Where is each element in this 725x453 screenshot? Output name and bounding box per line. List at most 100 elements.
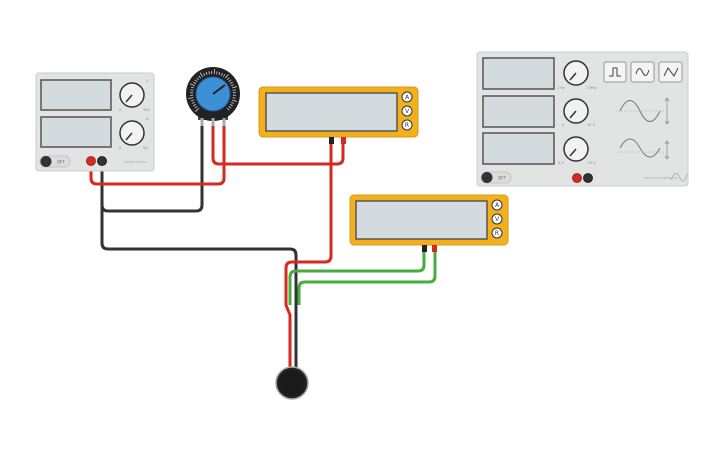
multimeter-top-probe-red[interactable] — [341, 137, 346, 144]
potentiometer-tick — [190, 99, 195, 102]
fg-positive-terminal[interactable] — [572, 173, 582, 183]
multimeter-top-mode-a[interactable]: A — [401, 91, 413, 103]
red-wire-pot-to-meter[interactable] — [211, 118, 345, 166]
fg-offset-max: +5 V — [587, 161, 596, 165]
potentiometer-tick — [229, 81, 233, 84]
red-wire-psu-to-pot[interactable] — [89, 118, 226, 186]
multimeter-top[interactable]: A V R — [258, 86, 419, 144]
multimeter-bottom-display — [355, 200, 488, 240]
potentiometer-tick — [229, 104, 233, 107]
potentiometer-tick — [226, 77, 230, 81]
multimeter-top-probe-black[interactable] — [329, 137, 334, 144]
multimeter-top-display — [265, 92, 398, 132]
potentiometer-tick — [220, 72, 223, 76]
potentiometer-tick — [232, 89, 236, 91]
fg-display-amplitude — [482, 95, 555, 128]
svg-text:V: V — [495, 216, 500, 223]
voltage-knob[interactable] — [119, 82, 145, 108]
multimeter-bottom-mode-a[interactable]: A — [491, 199, 503, 211]
potentiometer-pointer — [212, 84, 226, 95]
multimeter-bottom[interactable]: A V R — [349, 194, 509, 252]
current-knob[interactable] — [119, 120, 145, 146]
multimeter-bottom-mode-v[interactable]: V — [491, 213, 503, 225]
potentiometer-tick — [208, 71, 210, 75]
black-wire-psu-to-buzzer[interactable] — [100, 161, 298, 368]
square-wave-button[interactable] — [603, 61, 627, 83]
fg-power-toggle-label: OFF — [498, 176, 506, 181]
fg-power-toggle[interactable]: OFF — [480, 171, 512, 184]
fg-frequency-knob[interactable] — [563, 60, 589, 86]
positive-terminal[interactable] — [86, 156, 96, 166]
power-toggle[interactable]: OFF — [39, 155, 71, 168]
voltage-knob-min: 0 — [119, 108, 121, 112]
potentiometer-tick — [190, 83, 195, 87]
potentiometer-tick — [218, 71, 221, 76]
current-knob-max: 5A — [143, 146, 148, 150]
potentiometer-tick — [199, 72, 203, 78]
multimeter-bottom-probe-red[interactable] — [432, 245, 437, 252]
potentiometer-tick — [228, 79, 232, 82]
triangle-wave-button[interactable] — [658, 61, 683, 83]
power-toggle-label: OFF — [57, 160, 65, 165]
potentiometer-pin-right[interactable] — [222, 118, 226, 126]
svg-text:V: V — [405, 108, 410, 115]
fg-frequency-min: 1 Hz — [557, 86, 565, 90]
function-generator[interactable]: 1 Hz 1 MHz 0 10 V -5 V +5 V — [476, 51, 689, 187]
green-wire-meter2-a[interactable] — [288, 249, 426, 305]
multimeter-top-mode-r[interactable]: R — [401, 119, 413, 131]
wires — [89, 118, 437, 368]
potentiometer-tick — [228, 106, 232, 109]
potentiometer-tick — [231, 99, 237, 102]
fg-logo-icon — [670, 173, 688, 182]
potentiometer-tick — [205, 71, 208, 76]
fg-negative-terminal[interactable] — [583, 173, 593, 183]
potentiometer-tick — [196, 77, 200, 81]
triangle-wave-icon — [663, 67, 679, 77]
potentiometer-tick — [188, 97, 194, 99]
potentiometer-tick — [190, 86, 195, 89]
fg-frequency-max: 1 MHz — [586, 86, 597, 90]
power-supply[interactable]: 0 30V V 0 5A A OFF POWER SUPPLY — [35, 72, 155, 172]
multimeter-bottom-mode-r[interactable]: R — [491, 227, 503, 239]
fg-display-offset — [482, 132, 555, 165]
voltage-display — [40, 79, 112, 111]
potentiometer-tick — [231, 101, 235, 104]
potentiometer-pin-wiper[interactable] — [211, 118, 215, 126]
svg-text:A: A — [495, 202, 500, 209]
voltage-indicator-label: V — [146, 79, 149, 83]
potentiometer-tick — [231, 84, 235, 87]
potentiometer-pin-left[interactable] — [200, 118, 204, 126]
potentiometer-tick — [190, 89, 194, 91]
voltage-knob-max: 30V — [143, 108, 150, 112]
sine-wave-button[interactable] — [630, 61, 655, 83]
potentiometer-tick — [203, 72, 206, 76]
green-wire-meter2-b[interactable] — [297, 249, 437, 305]
piezo-buzzer[interactable] — [275, 340, 309, 400]
current-indicator-label: A — [146, 117, 149, 121]
buzzer-lead-red — [288, 340, 292, 370]
potentiometer-tick — [193, 81, 197, 84]
red-wire-meter-to-buzzer[interactable] — [284, 143, 333, 368]
power-supply-brand: POWER SUPPLY — [124, 160, 147, 164]
svg-text:R: R — [405, 122, 409, 129]
svg-text:R: R — [495, 230, 499, 237]
fg-amplitude-knob[interactable] — [563, 98, 589, 124]
potentiometer-tick — [216, 71, 218, 75]
potentiometer-tick — [232, 97, 236, 99]
potentiometer-tick — [198, 75, 201, 79]
potentiometer[interactable] — [186, 67, 240, 126]
potentiometer-tick — [194, 106, 198, 109]
potentiometer-tick — [193, 104, 197, 107]
negative-terminal[interactable] — [97, 156, 107, 166]
multimeter-top-mode-v[interactable]: V — [401, 105, 413, 117]
multimeter-bottom-probe-black[interactable] — [422, 245, 427, 252]
fg-amplitude-min: 0 — [562, 123, 564, 127]
fg-offset-min: -5 V — [557, 161, 565, 165]
amplitude-diagram-icon — [617, 97, 670, 125]
current-knob-min: 0 — [119, 146, 121, 150]
fg-offset-knob[interactable] — [563, 136, 589, 162]
current-display — [40, 116, 112, 148]
potentiometer-tick — [223, 74, 226, 78]
square-wave-icon — [609, 67, 621, 77]
